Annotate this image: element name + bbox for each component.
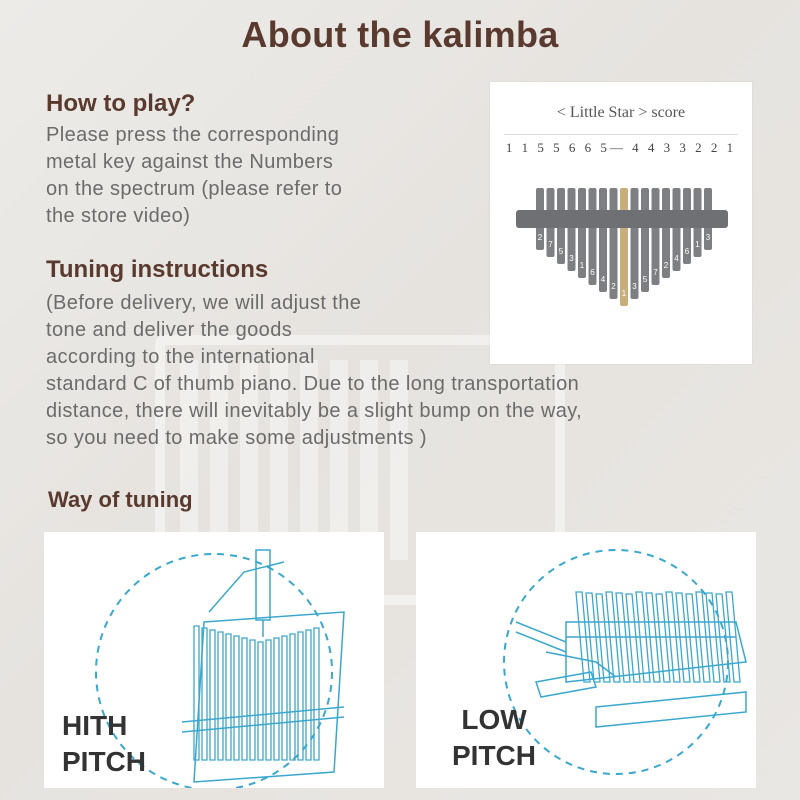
low-pitch-tuning-illustration bbox=[503, 549, 747, 775]
high-pitch-label: HITH PITCH bbox=[62, 710, 146, 777]
illustration-key bbox=[685, 593, 701, 683]
illustration-key bbox=[665, 591, 681, 683]
kalimba-key-label: 4 bbox=[674, 254, 679, 263]
kalimba-key-label: 7 bbox=[548, 240, 553, 249]
kalimba-key-label: 6 bbox=[590, 268, 595, 277]
illustration-key bbox=[249, 639, 256, 761]
kalimba-key-label: 1 bbox=[695, 240, 700, 249]
illustration-key bbox=[193, 625, 200, 761]
how-to-play-text: Please press the corresponding metal key… bbox=[46, 124, 343, 227]
kalimba-key-label: 7 bbox=[653, 268, 658, 277]
illustration-key bbox=[265, 639, 272, 761]
illustration-key bbox=[225, 633, 232, 761]
high-pitch-panel: HITH PITCH bbox=[44, 532, 384, 788]
score-title: < Little Star > score bbox=[556, 104, 686, 121]
illustration-key bbox=[233, 635, 240, 761]
illustration-key bbox=[217, 631, 224, 761]
illustration-key bbox=[675, 592, 691, 683]
kalimba-key-label: 1 bbox=[622, 289, 627, 298]
tuning-instructions-heading: Tuning instructions bbox=[46, 256, 269, 283]
illustration-key bbox=[281, 635, 288, 761]
illustration-key bbox=[655, 593, 671, 683]
kalimba-key-label: 3 bbox=[706, 233, 711, 242]
how-to-play-heading: How to play? bbox=[46, 90, 196, 117]
low-pitch-panel: LOW PITCH bbox=[416, 532, 756, 788]
illustration-key bbox=[257, 641, 264, 761]
kalimba-key-label: 4 bbox=[601, 275, 606, 284]
illustration-key bbox=[585, 592, 601, 683]
illustration-key bbox=[209, 629, 216, 761]
illustration-key bbox=[313, 627, 320, 761]
illustration-key bbox=[575, 591, 591, 683]
tuning-instructions-text: (Before delivery, we will adjust the ton… bbox=[46, 292, 583, 449]
kalimba-key-label: 6 bbox=[685, 247, 690, 256]
kalimba-key bbox=[672, 188, 681, 271]
illustration-key bbox=[201, 627, 208, 761]
kalimba-key-label: 3 bbox=[632, 282, 637, 291]
score-divider bbox=[504, 134, 738, 135]
illustration-key bbox=[705, 592, 721, 683]
way-of-tuning-heading: Way of tuning bbox=[48, 487, 193, 512]
illustration-key bbox=[241, 637, 248, 761]
score-card: < Little Star > score 1 1 5 5 6 6 5— 4 4… bbox=[490, 82, 752, 364]
illustration-key bbox=[615, 592, 631, 683]
page-title: About the kalimba bbox=[241, 14, 559, 55]
illustration-key bbox=[715, 593, 731, 683]
kalimba-key-label: 2 bbox=[611, 282, 616, 291]
illustration-key bbox=[595, 593, 611, 683]
score-numbers: 1 1 5 5 6 6 5— 4 4 3 3 2 2 1 bbox=[505, 140, 737, 155]
illustration-key bbox=[297, 631, 304, 761]
illustration-key bbox=[305, 629, 312, 761]
kalimba-key bbox=[567, 188, 576, 271]
kalimba-key-label: 5 bbox=[559, 247, 564, 256]
illustration-key bbox=[273, 637, 280, 761]
kalimba-key-label: 5 bbox=[643, 275, 648, 284]
illustration-key bbox=[645, 592, 661, 683]
illustration-key bbox=[625, 593, 641, 683]
high-pitch-tuning-illustration bbox=[95, 549, 345, 788]
kalimba-key-label: 3 bbox=[569, 254, 574, 263]
illustration-key bbox=[725, 591, 741, 683]
illustration-key bbox=[635, 591, 651, 683]
kalimba-key-label: 1 bbox=[580, 261, 585, 270]
kalimba-key-label: 2 bbox=[538, 233, 543, 242]
illustration-key bbox=[695, 591, 711, 683]
illustration-key bbox=[289, 633, 296, 761]
kalimba-key-label: 2 bbox=[664, 261, 669, 270]
kalimba-bridge bbox=[516, 210, 728, 228]
low-pitch-label: LOW PITCH bbox=[452, 704, 536, 771]
illustration-key bbox=[605, 591, 621, 683]
